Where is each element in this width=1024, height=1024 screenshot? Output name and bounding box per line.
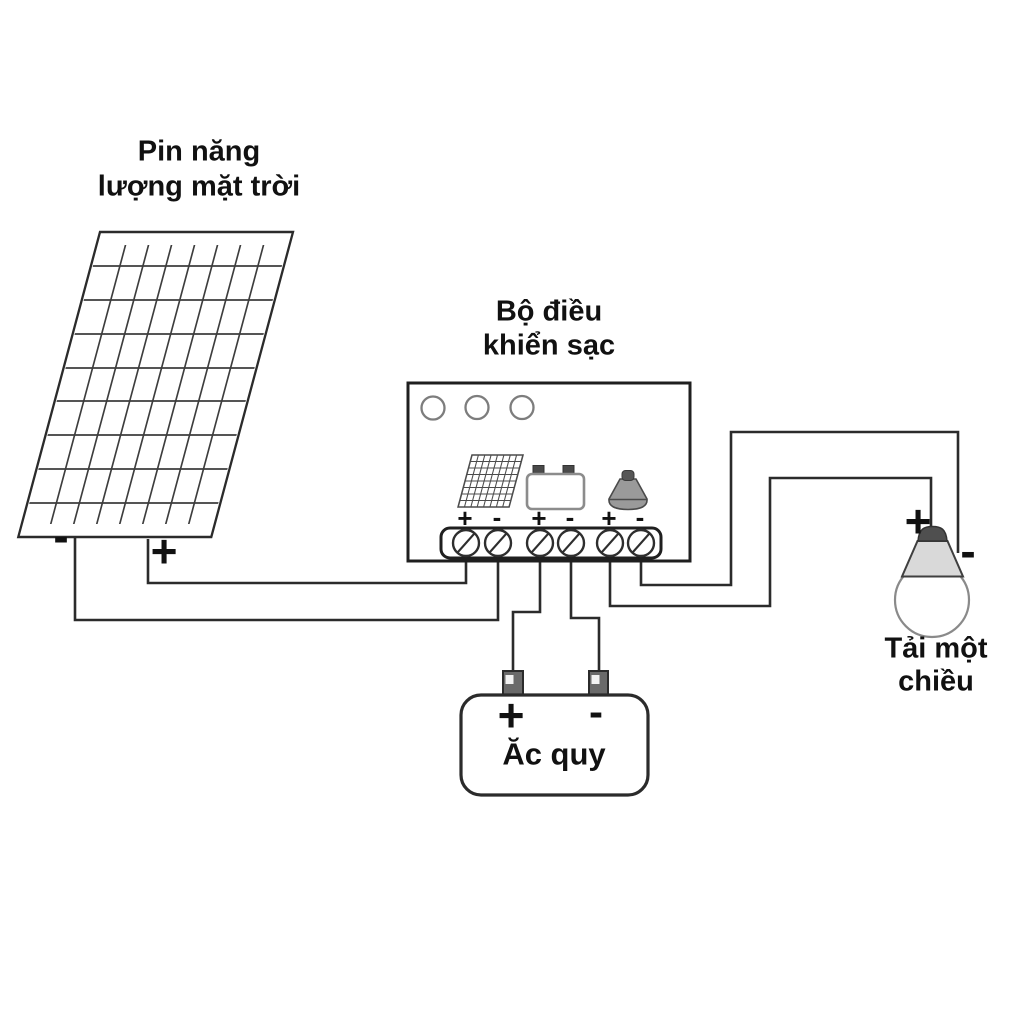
lamp-cap bbox=[917, 525, 948, 542]
load-minus-sign: - bbox=[960, 525, 976, 577]
terminal-sign-battery-plus: + bbox=[531, 503, 547, 533]
dc-load-lamp bbox=[893, 525, 971, 639]
terminal-sign-load-minus: - bbox=[635, 502, 645, 532]
battery bbox=[459, 670, 650, 797]
load-label-line1: Tải một bbox=[884, 632, 988, 665]
battery-minus-sign: - bbox=[589, 688, 603, 735]
wire-battery-negative bbox=[569, 557, 601, 673]
battery-output-icon bbox=[525, 465, 586, 511]
terminal-sign-battery-minus: - bbox=[565, 502, 575, 532]
battery-body bbox=[459, 693, 650, 797]
terminal-screw-slots bbox=[456, 532, 651, 554]
indicator-led-1 bbox=[420, 395, 446, 421]
terminal-sign-pv-plus: + bbox=[457, 503, 473, 533]
wire-battery-positive bbox=[511, 557, 542, 673]
charge-controller bbox=[406, 381, 692, 563]
panel-plus-sign: + bbox=[150, 525, 178, 577]
battery-post-negative-highlight bbox=[591, 675, 600, 684]
wire-pv-negative bbox=[73, 537, 500, 622]
load-output-icon bbox=[608, 470, 648, 511]
solar-panel-grid bbox=[29, 245, 283, 524]
battery-post-positive-highlight bbox=[505, 675, 514, 684]
battery-plus-sign: + bbox=[497, 689, 525, 741]
controller-label-line1: Bộ điều bbox=[495, 295, 603, 328]
load-plus-sign: + bbox=[904, 495, 932, 547]
panel-minus-sign: - bbox=[53, 510, 69, 562]
terminal-sign-load-plus: + bbox=[601, 503, 617, 533]
pv-input-icon bbox=[457, 454, 525, 508]
indicator-led-3 bbox=[509, 394, 535, 421]
wire-load-positive bbox=[608, 476, 933, 608]
controller-label-line2: khiển sạc bbox=[482, 329, 616, 362]
panel-label-line2: lượng mặt trời bbox=[97, 170, 301, 203]
wires bbox=[73, 430, 960, 673]
battery-label: Ăc quy bbox=[502, 736, 606, 772]
wire-pv-positive bbox=[146, 539, 468, 585]
load-label-line2: chiều bbox=[898, 665, 974, 698]
solar-panel bbox=[16, 230, 295, 539]
panel-label-line1: Pin năng bbox=[137, 135, 261, 168]
wire-load-negative bbox=[639, 430, 960, 587]
terminal-sign-pv-minus: - bbox=[492, 502, 502, 532]
indicator-led-2 bbox=[464, 394, 490, 421]
